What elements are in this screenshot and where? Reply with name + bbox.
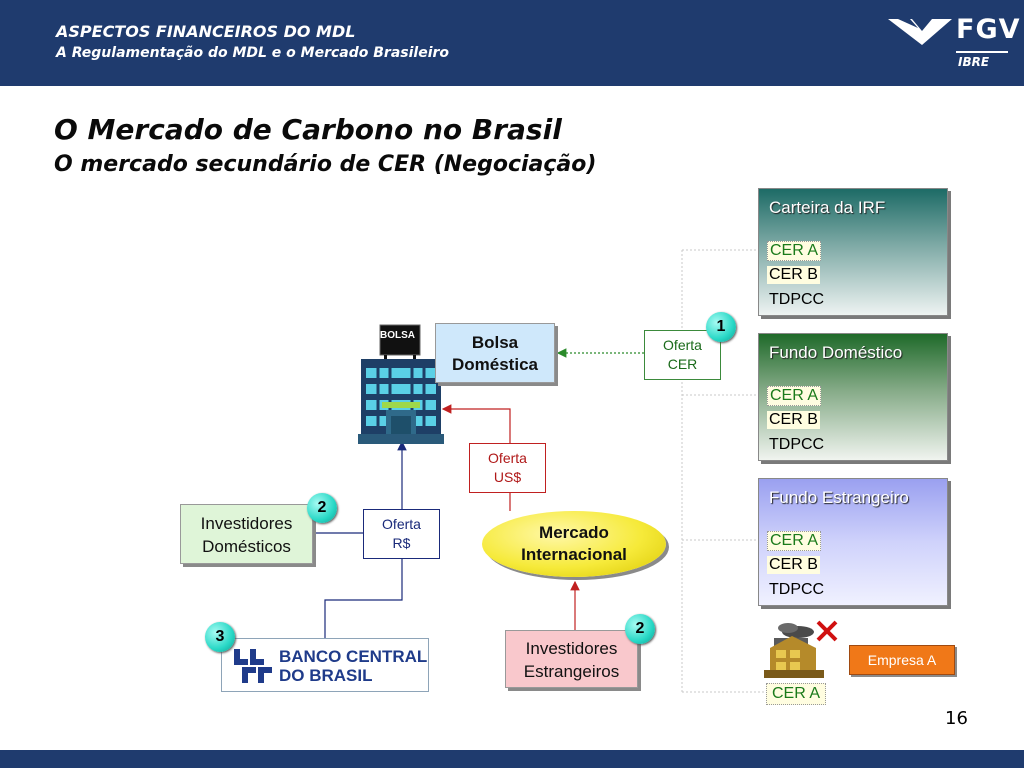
investidores-estrangeiros-line2: Estrangeiros [523,662,620,681]
investidores-estrangeiros-line1: Investidores [525,639,618,658]
mercado-internacional-line1: Mercado [539,523,609,542]
slide-subtitle: O mercado secundário de CER (Negociação) [54,152,597,177]
empresa-a-box: Empresa A [849,645,955,675]
portfolio-link-lines [681,249,766,693]
red-x-icon [816,620,838,642]
slide-title: O Mercado de Carbono no Brasil [54,113,562,146]
portfolio-item-tdpcc: TDPCC [769,581,825,598]
portfolio-item-tdpcc: TDPCC [769,291,825,308]
portfolio-fundo-estrangeiro: Fundo Estrangeiro CER A CER B TDPCC [758,478,948,606]
oferta-cer-box: Oferta CER [644,330,721,380]
ibre-logo-text: IBRE [958,55,990,69]
banco-central-line1: BANCO CENTRAL [279,647,428,666]
banco-central-emblem-icon [234,649,272,683]
empresa-cer-a: CER A [766,683,826,705]
stock-exchange-building-icon [358,324,444,444]
portfolio-item-cer-a: CER A [767,531,822,551]
oferta-rs-line2: R$ [392,535,411,551]
investidores-estrangeiros-box: Investidores Estrangeiros [505,630,638,688]
fgv-bird-icon [888,19,952,45]
mercado-internacional-line2: Internacional [521,545,627,564]
step-badge-3: 3 [205,622,235,652]
central-bank-link [324,559,403,638]
header-title: ASPECTOS FINANCEIROS DO MDL [56,22,356,41]
logo-rule [956,51,1008,53]
banco-central-text: BANCO CENTRAL DO BRASIL [279,647,427,685]
investidores-domesticos-line2: Domésticos [202,537,291,556]
step-badge-2-domestic: 2 [307,493,337,523]
footer-bar [0,750,1024,768]
fgv-logo-text: FGV [956,14,1021,45]
step-badge-2-foreign: 2 [625,614,655,644]
page-number: 16 [945,708,968,729]
portfolio-carteira-irf: Carteira da IRF CER A CER B TDPCC [758,188,948,316]
portfolio-fundo-domestico: Fundo Doméstico CER A CER B TDPCC [758,333,948,461]
portfolio-item-cer-a: CER A [767,386,822,406]
oferta-cer-line1: Oferta [663,337,702,353]
mercado-internacional-ellipse: Mercado Internacional [482,511,666,577]
header-banner: ASPECTOS FINANCEIROS DO MDL A Regulament… [0,0,1024,86]
bolsa-building-label: BOLSA [380,330,415,341]
portfolio-title: Fundo Estrangeiro [769,488,909,507]
oferta-cer-line2: CER [667,356,698,372]
bolsa-domestica-line1: Bolsa [471,333,519,352]
oferta-rs-box: Oferta R$ [363,509,440,559]
portfolio-title: Fundo Doméstico [769,343,903,362]
bolsa-domestica-box: Bolsa Doméstica [435,323,555,383]
fgv-logo: FGV IBRE [888,14,1021,74]
oferta-usd-line2: US$ [493,469,522,485]
bolsa-domestica-line2: Doméstica [452,355,538,374]
portfolio-item-cer-a: CER A [767,241,822,261]
investidores-domesticos-box: Investidores Domésticos [180,504,313,564]
oferta-rs-line1: Oferta [382,516,421,532]
portfolio-item-cer-b: CER B [767,266,820,284]
step-badge-1: 1 [706,312,736,342]
banco-central-line2: DO BRASIL [279,666,373,685]
factory-money-icon [764,620,838,678]
portfolio-item-tdpcc: TDPCC [769,436,825,453]
portfolio-item-cer-b: CER B [767,411,820,429]
banco-central-logo: BANCO CENTRAL DO BRASIL [221,638,429,692]
portfolio-title: Carteira da IRF [769,198,886,217]
oferta-usd-line1: Oferta [488,450,527,466]
investidores-domesticos-line1: Investidores [200,514,293,533]
oferta-usd-box: Oferta US$ [469,443,546,493]
portfolio-item-cer-b: CER B [767,556,820,574]
header-subtitle: A Regulamentação do MDL e o Mercado Bras… [56,45,450,61]
